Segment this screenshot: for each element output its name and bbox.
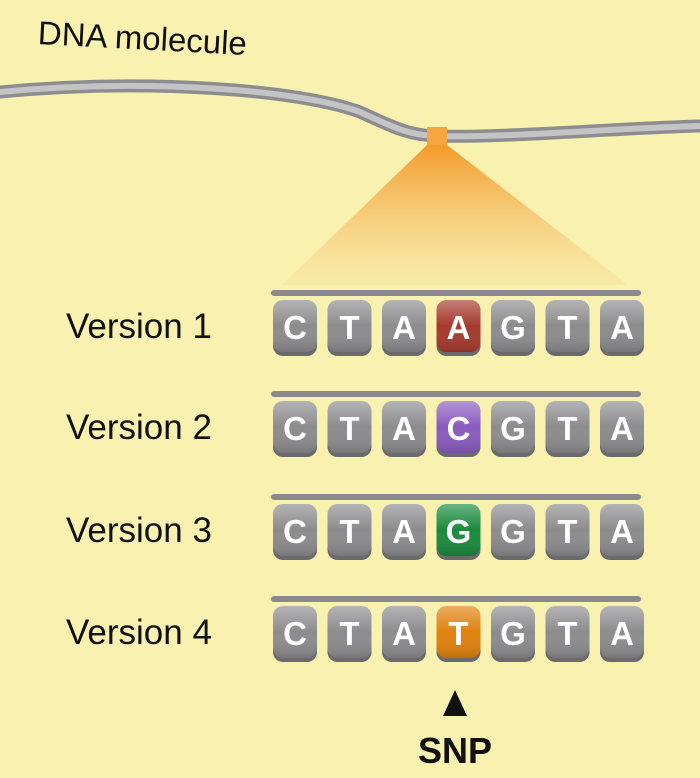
version-label-2: Version 2 [66,408,212,447]
snp-region-marker [427,127,447,145]
base-tile-gloss [436,401,481,453]
base-letter: C [283,309,307,346]
base-letter: G [500,615,526,652]
base-letter: T [339,410,359,447]
base-letter: C [283,513,307,550]
snp-arrow [443,690,467,716]
base-tile-gloss [273,504,317,556]
version-label-4: Version 4 [66,613,212,652]
base-tile-gloss [600,504,644,556]
base-tile-gloss [382,606,426,658]
base-letter: A [610,309,634,346]
base-tile-gloss [273,606,317,658]
base-tile-gloss [545,300,590,352]
base-tile-gloss [327,401,372,453]
base-letter: G [500,309,526,346]
base-letter: G [500,513,526,550]
base-letter: T [339,513,359,550]
backbone-bar [271,494,641,500]
base-tile-gloss [491,300,535,352]
base-letter: T [557,615,577,652]
base-letter: A [392,309,416,346]
base-letter: C [283,615,307,652]
base-tile-gloss [327,606,372,658]
base-letter: T [557,513,577,550]
base-letter: G [446,513,472,550]
base-tile-gloss [600,401,644,453]
base-letter: G [500,410,526,447]
base-tile-gloss [382,401,426,453]
base-tile-gloss [273,401,317,453]
base-letter: A [610,513,634,550]
base-letter: T [339,309,359,346]
dna-strand-highlight [0,82,700,140]
version-label-3: Version 3 [66,511,212,550]
base-tile-gloss [327,504,372,556]
base-letter: A [392,615,416,652]
base-tile-gloss [491,504,535,556]
base-letter: T [557,410,577,447]
base-letter: C [447,410,471,447]
version-label-1: Version 1 [66,307,212,346]
base-tile-gloss [545,504,590,556]
base-tile-gloss [273,300,317,352]
base-tile-gloss [436,300,481,352]
zoom-cone [282,145,628,285]
base-tile-gloss [436,606,481,658]
base-letter: A [447,309,471,346]
base-tile-gloss [382,504,426,556]
base-tile-gloss [382,300,426,352]
base-tile-gloss [600,606,644,658]
base-tile-gloss [600,300,644,352]
backbone-bar [271,596,641,602]
snp-label: SNP [417,730,493,771]
base-letter: A [392,410,416,447]
base-letter: T [448,615,468,652]
base-letter: A [610,410,634,447]
base-tile-gloss [545,401,590,453]
base-letter: C [283,410,307,447]
base-letter: T [557,309,577,346]
backbone-bar [271,290,641,296]
backbone-bar [271,391,641,397]
base-tile-gloss [545,606,590,658]
base-tile-gloss [327,300,372,352]
base-tile-gloss [491,606,535,658]
base-tile-gloss [436,504,481,556]
base-letter: A [392,513,416,550]
base-letter: T [339,615,359,652]
base-letter: A [610,615,634,652]
base-tile-gloss [491,401,535,453]
